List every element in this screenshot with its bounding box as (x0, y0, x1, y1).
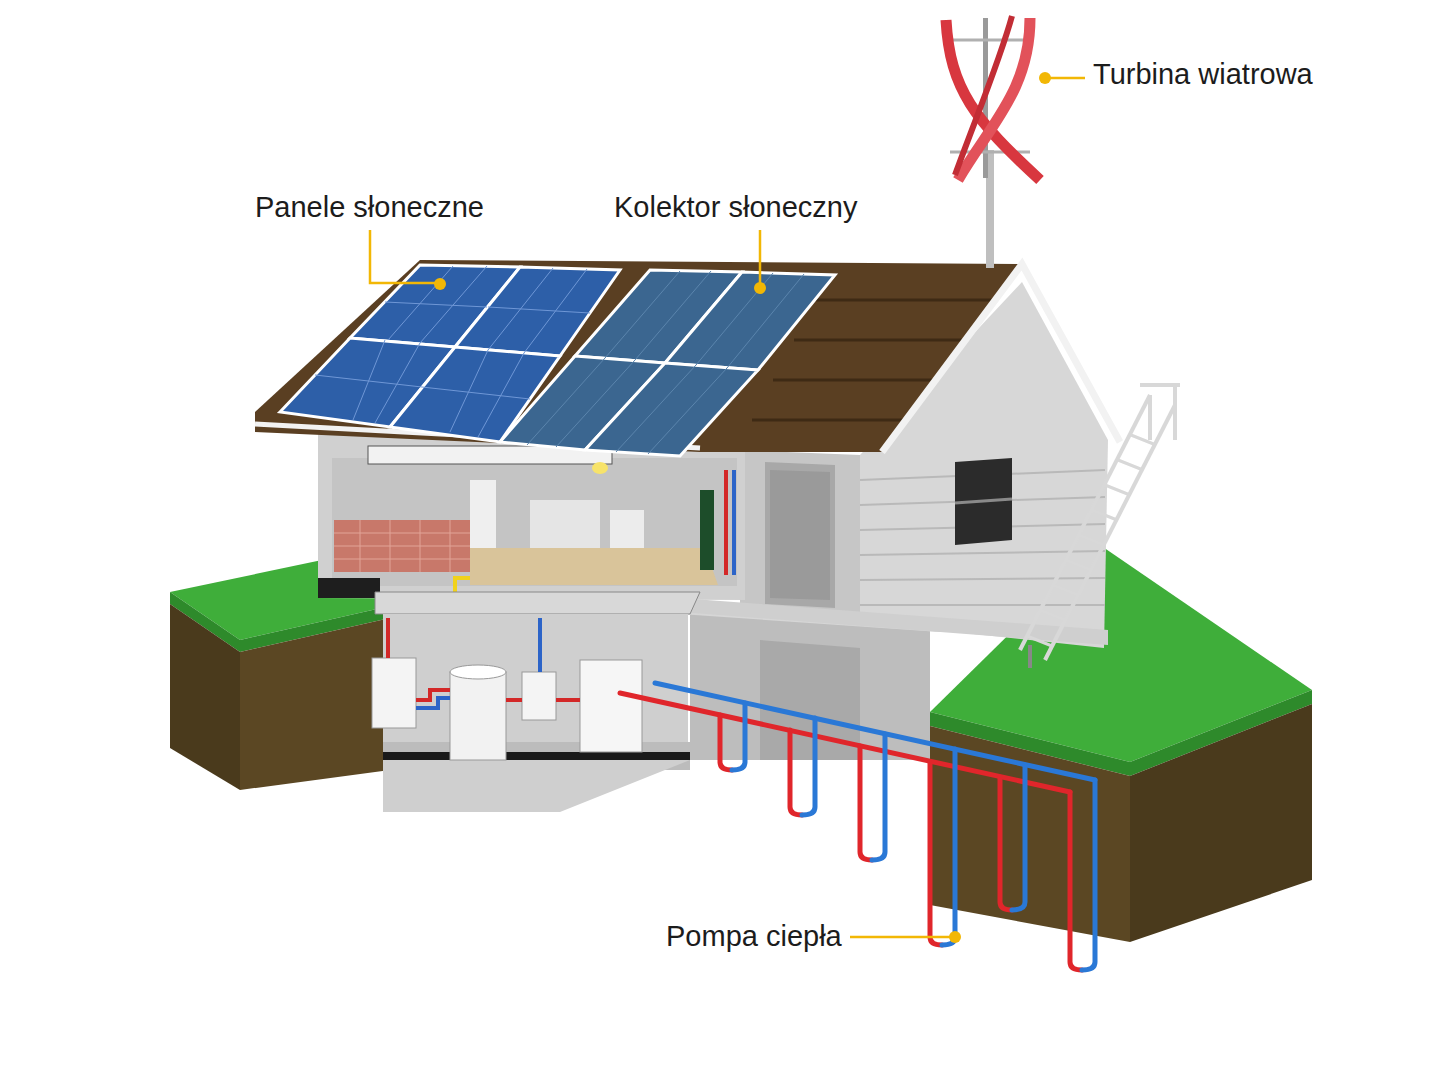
callout-label: Kolektor słoneczny (614, 191, 857, 224)
stairs (1020, 385, 1180, 668)
ground-block-left (170, 560, 390, 790)
wind-turbine (946, 16, 1040, 268)
heat-pump-loops (620, 683, 1095, 970)
solar-collectors (500, 270, 835, 456)
leader-dots (434, 72, 1051, 943)
callout-label: Turbina wiatrowa (1093, 58, 1313, 91)
basement (372, 614, 690, 812)
callout-label: Pompa ciepła (666, 920, 842, 953)
callout-label: Panele słoneczne (255, 191, 484, 224)
